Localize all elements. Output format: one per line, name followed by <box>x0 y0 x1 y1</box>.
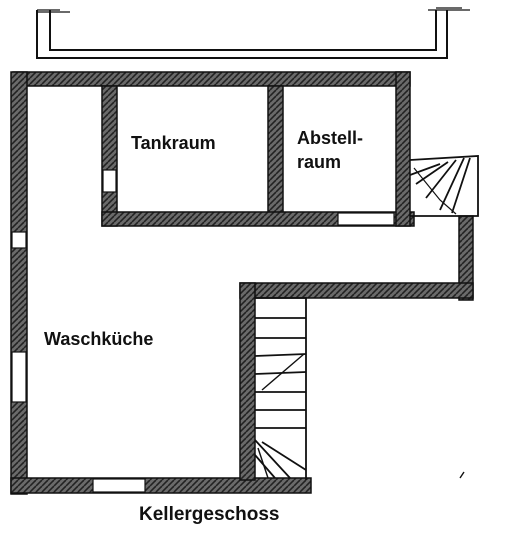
wall-left <box>10 71 28 495</box>
openings <box>11 169 395 493</box>
walls <box>10 71 474 495</box>
wall-mid-horizontal <box>239 282 474 299</box>
opening-left-2 <box>11 351 27 403</box>
room-label-tankraum: Tankraum <box>131 133 216 153</box>
opening-inner <box>337 212 395 226</box>
room-label-waschkueche: Waschküche <box>44 329 154 349</box>
opening-bottom <box>92 478 146 493</box>
wall-tank-left <box>101 85 118 227</box>
sketch-mark <box>459 471 465 479</box>
interior-stair <box>254 297 307 480</box>
opening-tank-left <box>102 169 117 193</box>
room-label-abstellraum-line1: Abstell- <box>297 128 364 148</box>
exterior-stair <box>409 155 479 217</box>
opening-left-1 <box>11 231 27 249</box>
wall-bottom <box>10 477 312 494</box>
wall-inner-horizontal <box>101 211 415 227</box>
wall-stair-left <box>239 282 256 481</box>
upper-floor-outline <box>36 7 470 59</box>
wall-abstell-right <box>395 71 411 227</box>
wall-top <box>12 71 411 87</box>
room-label-abstellraum: Abstell- raum <box>297 126 363 174</box>
wall-tank-right <box>267 85 284 217</box>
plan-title: Kellergeschoss <box>139 504 280 525</box>
room-label-abstellraum-line2: raum <box>297 152 342 172</box>
